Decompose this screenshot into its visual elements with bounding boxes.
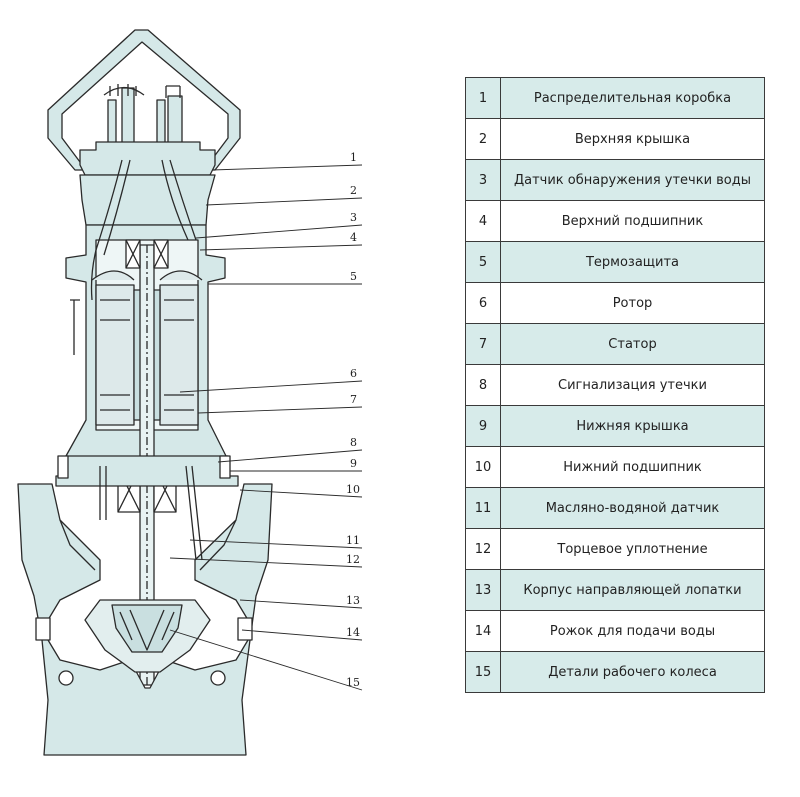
legend-number: 10 xyxy=(465,446,501,488)
lower-cover xyxy=(55,455,239,487)
legend-label: Верхний подшипник xyxy=(500,200,765,242)
callout-9: 9 xyxy=(350,457,357,470)
legend-number: 11 xyxy=(465,487,501,529)
legend-label: Датчик обнаружения утечки воды xyxy=(500,159,765,201)
legend-label: Статор xyxy=(500,323,765,365)
cable-wires xyxy=(90,159,197,301)
legend-number: 15 xyxy=(465,651,501,693)
callout-1: 1 xyxy=(350,151,357,164)
callout-13: 13 xyxy=(346,594,360,607)
legend-label: Корпус направляющей лопатки xyxy=(500,569,765,611)
legend-label: Верхняя крышка xyxy=(500,118,765,160)
upper-cover xyxy=(79,174,216,226)
legend-number: 1 xyxy=(465,77,501,119)
callout-12: 12 xyxy=(346,553,360,566)
legend-label: Детали рабочего колеса xyxy=(500,651,765,693)
legend-label: Нижний подшипник xyxy=(500,446,765,488)
callout-14: 14 xyxy=(346,626,360,639)
legend-number: 7 xyxy=(465,323,501,365)
callout-10: 10 xyxy=(346,483,360,496)
legend-number: 9 xyxy=(465,405,501,447)
legend-label: Нижняя крышка xyxy=(500,405,765,447)
stator xyxy=(91,270,203,426)
legend-number: 5 xyxy=(465,241,501,283)
callout-11: 11 xyxy=(346,534,360,547)
legend-number: 12 xyxy=(465,528,501,570)
sensors xyxy=(70,299,203,561)
legend-number: 13 xyxy=(465,569,501,611)
callout-15: 15 xyxy=(346,676,360,689)
legend-number: 4 xyxy=(465,200,501,242)
legend-number: 2 xyxy=(465,118,501,160)
legend-label: Сигнализация утечки xyxy=(500,364,765,406)
callout-numbers: 1 2 3 4 5 6 7 8 9 10 11 12 13 14 15 xyxy=(346,151,360,689)
callout-8: 8 xyxy=(350,436,357,449)
legend-number: 14 xyxy=(465,610,501,652)
legend-label: Ротор xyxy=(500,282,765,324)
callout-lines xyxy=(169,164,363,691)
pump-cross-section-drawing: 1 2 3 4 5 6 7 8 9 10 11 12 13 14 15 xyxy=(17,29,363,756)
callout-6: 6 xyxy=(350,367,357,380)
junction-box xyxy=(79,141,216,176)
callout-2: 2 xyxy=(350,184,357,197)
legend-label: Масляно-водяной датчик xyxy=(500,487,765,529)
callout-4: 4 xyxy=(350,231,357,244)
impeller xyxy=(111,604,183,653)
legend-number: 8 xyxy=(465,364,501,406)
legend-label: Распределительная коробка xyxy=(500,77,765,119)
legend-label: Термозащита xyxy=(500,241,765,283)
flange-bolts xyxy=(35,455,253,686)
callout-7: 7 xyxy=(350,393,357,406)
callout-3: 3 xyxy=(350,211,357,224)
callout-5: 5 xyxy=(350,270,357,283)
legend-number: 3 xyxy=(465,159,501,201)
legend-label: Торцевое уплотнение xyxy=(500,528,765,570)
legend-label: Рожок для подачи воды xyxy=(500,610,765,652)
legend-number: 6 xyxy=(465,282,501,324)
